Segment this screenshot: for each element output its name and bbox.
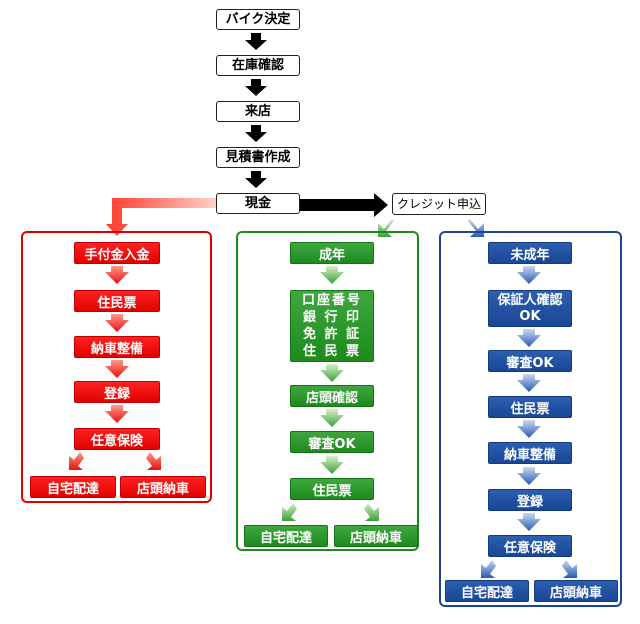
adult-step-documents: 口座番号 銀 行 印 免 許 証 住 民 票 — [290, 290, 374, 362]
top-arrows — [245, 33, 388, 217]
cash-outcome-delivery: 自宅配達 — [30, 476, 116, 498]
adult-panel — [236, 231, 419, 551]
step-estimate: 見積書作成 — [216, 147, 300, 168]
minor-outcome-delivery: 自宅配達 — [445, 580, 529, 602]
minor-step-guarantor: 保証人確認 OK — [488, 290, 572, 327]
cash-step-insurance: 任意保険 — [74, 428, 160, 450]
minor-step-minor: 未成年 — [488, 242, 572, 264]
step-cash: 現金 — [216, 193, 300, 214]
adult-step-store-check: 店頭確認 — [290, 385, 374, 407]
down-arrow-4 — [245, 171, 267, 188]
cash-branch-arrow — [106, 198, 216, 236]
adult-outcome-store: 店頭納車 — [334, 525, 418, 547]
adult-step-approval: 審査OK — [290, 431, 374, 453]
cash-arrows — [69, 266, 161, 470]
down-arrow-1 — [245, 33, 267, 50]
adult-step-adult: 成年 — [290, 242, 374, 264]
minor-step-approval: 審査OK — [488, 350, 572, 372]
cash-step-deposit: 手付金入金 — [74, 242, 160, 264]
minor-arrows — [481, 266, 577, 578]
minor-step-maintenance: 納車整備 — [488, 442, 572, 464]
adult-arrows — [282, 266, 379, 521]
cash-step-registration: 登録 — [74, 381, 160, 403]
down-arrow-2 — [245, 79, 267, 96]
down-arrow-3 — [245, 125, 267, 142]
step-bike-decision: バイク決定 — [216, 9, 300, 30]
minor-outcome-store: 店頭納車 — [534, 580, 618, 602]
minor-panel — [439, 231, 622, 607]
credit-application: クレジット申込 — [392, 193, 487, 215]
credit-arrow — [298, 193, 388, 217]
cash-step-maintenance: 納車整備 — [74, 336, 160, 358]
step-stock-check: 在庫確認 — [216, 55, 300, 76]
adult-step-residence: 住民票 — [290, 478, 374, 500]
minor-step-insurance: 任意保険 — [488, 535, 572, 557]
minor-step-residence: 住民票 — [488, 396, 572, 418]
minor-step-registration: 登録 — [488, 489, 572, 511]
step-visit: 来店 — [216, 101, 300, 122]
cash-panel — [21, 231, 212, 503]
cash-step-residence: 住民票 — [74, 290, 160, 312]
adult-outcome-delivery: 自宅配達 — [244, 525, 328, 547]
cash-outcome-store: 店頭納車 — [120, 476, 206, 498]
